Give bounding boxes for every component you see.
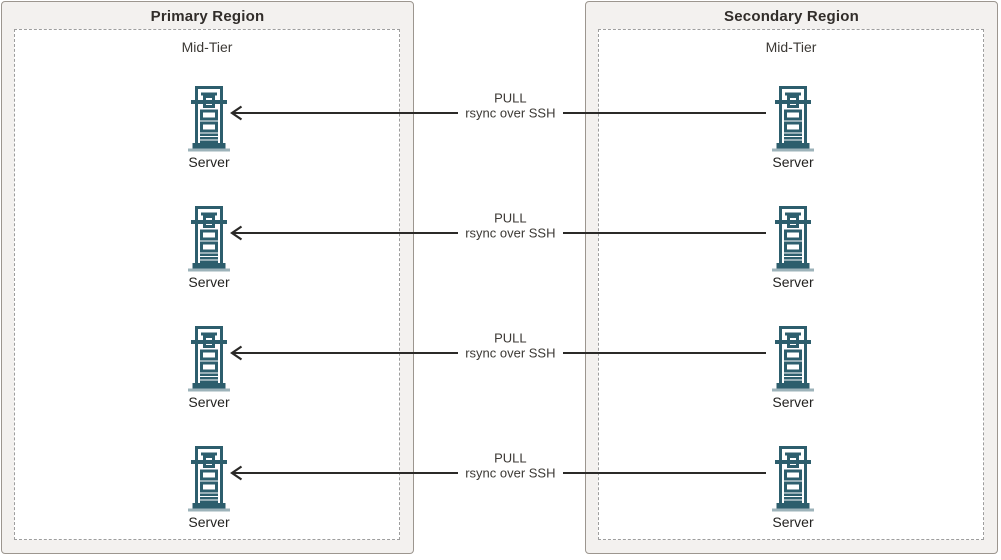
arrow-row: PULL rsync over SSH bbox=[230, 451, 766, 481]
arrow-label: PULL rsync over SSH bbox=[458, 451, 562, 481]
server-figure: Server bbox=[763, 446, 823, 530]
arrow-line bbox=[233, 352, 459, 354]
server-label: Server bbox=[188, 154, 230, 170]
server-figure: Server bbox=[179, 446, 239, 530]
server-figure: Server bbox=[179, 86, 239, 170]
server-icon bbox=[770, 446, 816, 512]
server-label: Server bbox=[772, 394, 814, 410]
server-figure: Server bbox=[763, 326, 823, 410]
arrow-label-protocol: rsync over SSH bbox=[465, 105, 556, 121]
arrow-line bbox=[233, 472, 459, 474]
server-icon bbox=[186, 206, 232, 272]
arrow-label: PULL rsync over SSH bbox=[458, 211, 562, 241]
server-label: Server bbox=[188, 274, 230, 290]
arrow-label: PULL rsync over SSH bbox=[458, 91, 562, 121]
region-title: Primary Region bbox=[150, 8, 265, 25]
arrowhead-left-icon bbox=[230, 465, 243, 481]
arrow-line bbox=[562, 232, 766, 234]
arrow-label-action: PULL bbox=[494, 90, 527, 106]
midtier-label: Mid-Tier bbox=[181, 39, 233, 55]
server-icon bbox=[770, 86, 816, 152]
server-label: Server bbox=[772, 514, 814, 530]
server-label: Server bbox=[188, 514, 230, 530]
arrowhead-left-icon bbox=[230, 345, 243, 361]
arrow-label-action: PULL bbox=[494, 330, 527, 346]
arrow-line bbox=[233, 232, 459, 234]
arrow-label-protocol: rsync over SSH bbox=[465, 345, 556, 361]
region-primary: Primary Region Mid-Tier Server Server Se… bbox=[1, 1, 414, 554]
server-icon bbox=[186, 446, 232, 512]
server-icon bbox=[770, 326, 816, 392]
region-title: Secondary Region bbox=[724, 8, 859, 25]
arrow-label: PULL rsync over SSH bbox=[458, 331, 562, 361]
midtier-label: Mid-Tier bbox=[765, 39, 817, 55]
server-label: Server bbox=[188, 394, 230, 410]
server-figure: Server bbox=[763, 86, 823, 170]
region-secondary: Secondary Region Mid-Tier Server Server … bbox=[585, 1, 998, 554]
server-icon bbox=[186, 86, 232, 152]
server-label: Server bbox=[772, 274, 814, 290]
server-label: Server bbox=[772, 154, 814, 170]
arrow-row: PULL rsync over SSH bbox=[230, 91, 766, 121]
arrow-row: PULL rsync over SSH bbox=[230, 331, 766, 361]
arrow-line bbox=[562, 352, 766, 354]
arrow-line bbox=[562, 472, 766, 474]
server-figure: Server bbox=[179, 206, 239, 290]
arrow-row: PULL rsync over SSH bbox=[230, 211, 766, 241]
server-icon bbox=[186, 326, 232, 392]
server-figure: Server bbox=[763, 206, 823, 290]
arrow-line bbox=[562, 112, 766, 114]
server-figure: Server bbox=[179, 326, 239, 410]
arrow-label-protocol: rsync over SSH bbox=[465, 465, 556, 481]
arrow-label-protocol: rsync over SSH bbox=[465, 225, 556, 241]
server-icon bbox=[770, 206, 816, 272]
arrow-label-action: PULL bbox=[494, 450, 527, 466]
arrow-label-action: PULL bbox=[494, 210, 527, 226]
arrow-line bbox=[233, 112, 459, 114]
arrowhead-left-icon bbox=[230, 225, 243, 241]
arrowhead-left-icon bbox=[230, 105, 243, 121]
